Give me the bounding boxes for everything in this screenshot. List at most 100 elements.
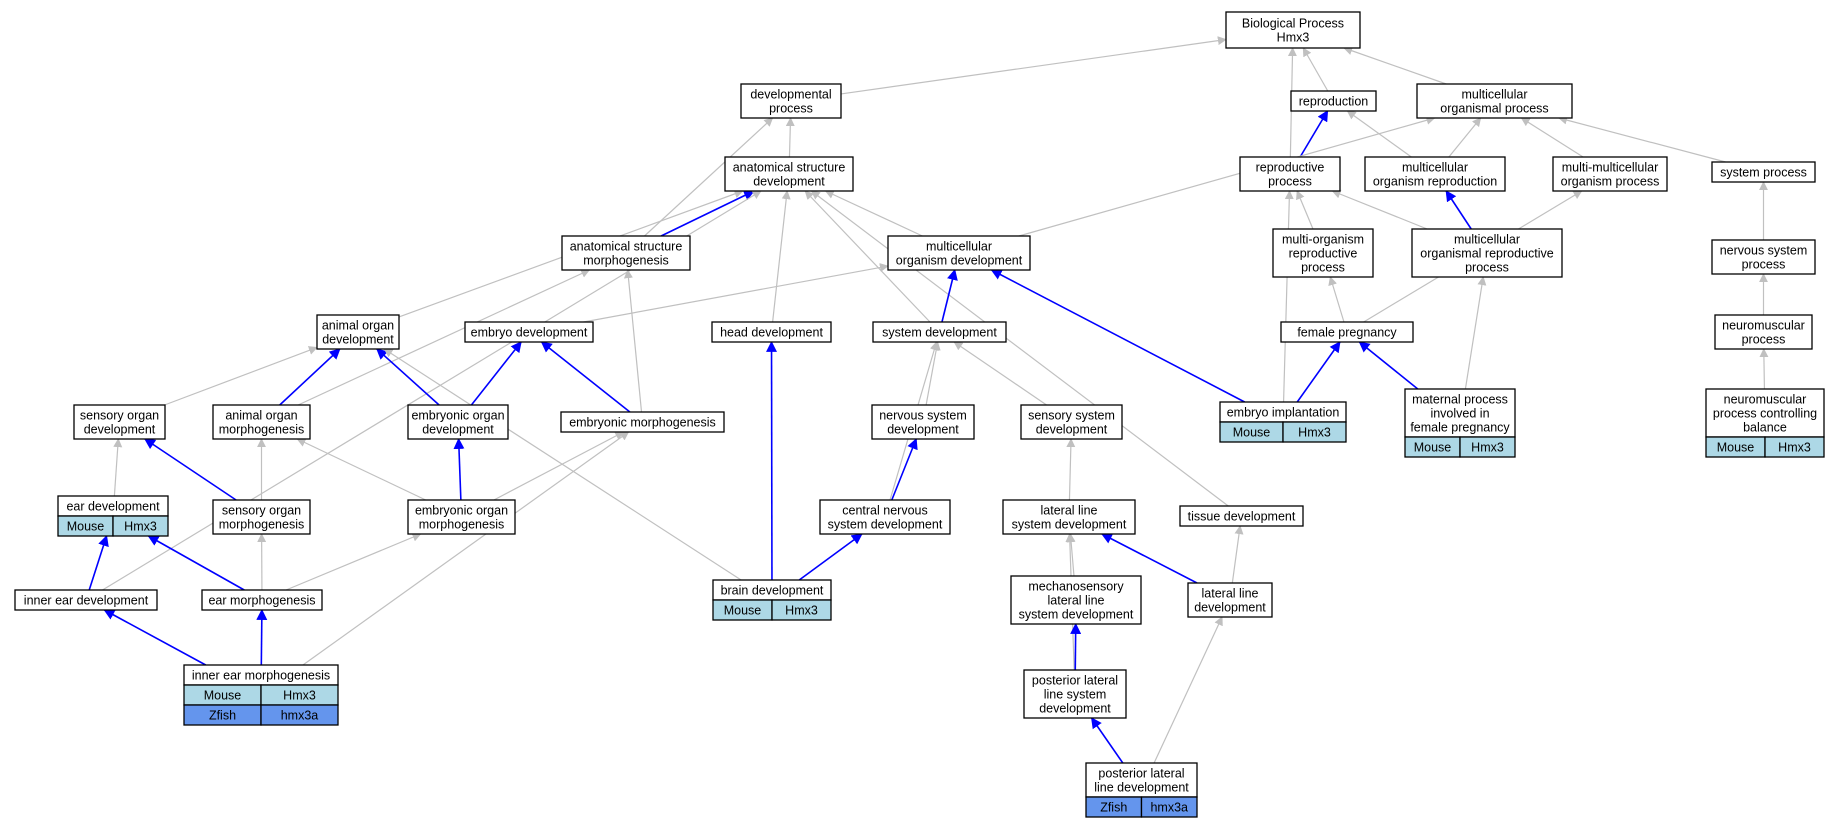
go-term-embmorph[interactable]: embryonic morphogenesis xyxy=(560,411,725,433)
edge-reproproc-to-repro xyxy=(1299,110,1329,158)
term-label-line: embryonic organ xyxy=(415,504,508,518)
node-layer: Biological ProcessHmx3developmentalproce… xyxy=(14,11,1825,818)
term-box xyxy=(724,156,854,192)
edge-nmpcb-to-nmp xyxy=(1759,348,1769,390)
edge-eom-to-eod xyxy=(453,437,465,501)
go-term-repro[interactable]: reproduction xyxy=(1290,90,1377,112)
edge-nsd-to-sysdev xyxy=(925,341,941,406)
go-term-sysproc[interactable]: system process xyxy=(1711,161,1816,183)
term-label-line: reproduction xyxy=(1299,95,1369,109)
edge-aom-to-asm xyxy=(297,269,591,406)
go-term-tissuedev[interactable]: tissue development xyxy=(1179,505,1304,527)
term-box xyxy=(1225,11,1361,49)
term-label-line: involved in xyxy=(1430,407,1489,421)
edge-morp-to-reproproc xyxy=(1296,190,1314,230)
edge-fempreg-to-morp xyxy=(1328,276,1345,323)
go-term-fempreg[interactable]: female pregnancy xyxy=(1280,321,1414,343)
go-term-ied[interactable]: inner ear development xyxy=(14,589,158,611)
go-term-embdev[interactable]: embryo development xyxy=(464,321,594,343)
term-label-line: Biological Process xyxy=(1242,17,1344,31)
term-label-line: system development xyxy=(1012,518,1127,532)
edge-sysdev-to-asd xyxy=(804,190,931,323)
edge-devproc-to-bp xyxy=(840,36,1227,95)
term-label-line: multicellular xyxy=(1462,88,1528,102)
term-label-line: ear development xyxy=(66,500,160,514)
term-box xyxy=(1364,156,1506,192)
term-label-line: head development xyxy=(720,326,823,340)
gene-label: Hmx3 xyxy=(785,604,818,618)
species-label: Zfish xyxy=(1100,801,1127,815)
term-box xyxy=(1179,505,1304,527)
term-label-line: multi-multicellular xyxy=(1562,161,1659,175)
term-box xyxy=(1239,156,1341,192)
go-term-headdev[interactable]: head development xyxy=(711,321,832,343)
edge-matproc-to-mrp xyxy=(1464,276,1487,390)
edge-embdev-to-mod xyxy=(583,263,889,323)
gene-cell xyxy=(771,599,832,621)
term-box xyxy=(1711,239,1816,275)
gene-label: hmx3a xyxy=(1150,801,1188,815)
edge-aom-to-aod xyxy=(279,348,341,406)
term-label-line: development xyxy=(1194,601,1266,615)
edge-asm-to-devproc xyxy=(644,117,774,237)
term-label-line: nervous system xyxy=(1720,244,1808,258)
term-box xyxy=(212,499,311,535)
term-label-line: neuromuscular xyxy=(1724,393,1807,407)
term-label-line: sensory organ xyxy=(80,409,159,423)
edge-lld-to-tissuedev xyxy=(1231,525,1244,584)
edge-mop-to-bp xyxy=(1343,46,1447,85)
edge-iem-to-embmorph xyxy=(302,431,630,666)
edge-asd-to-devproc xyxy=(785,117,795,158)
term-label-line: process xyxy=(1268,175,1312,189)
term-label-line: system process xyxy=(1720,166,1807,180)
term-label-line: multicellular xyxy=(1402,161,1468,175)
term-box xyxy=(1411,228,1563,278)
go-term-earmorph[interactable]: ear morphogenesis xyxy=(201,589,323,611)
edge-cnsd-to-nsd xyxy=(891,437,918,501)
term-label-line: organismal process xyxy=(1440,102,1548,116)
term-box xyxy=(1416,83,1573,119)
edge-earmorph-to-eom xyxy=(285,532,422,591)
term-label-line: sensory organ xyxy=(222,504,301,518)
edge-mor-to-mop xyxy=(1448,117,1482,158)
term-label-line: mechanosensory xyxy=(1028,580,1124,594)
go-term-sysdev[interactable]: system development xyxy=(872,321,1007,343)
edge-iem-to-ied xyxy=(103,609,207,666)
term-label-line: neuromuscular xyxy=(1722,319,1805,333)
term-label-line: lateral line xyxy=(1202,587,1259,601)
term-label-line: tissue development xyxy=(1188,510,1296,524)
